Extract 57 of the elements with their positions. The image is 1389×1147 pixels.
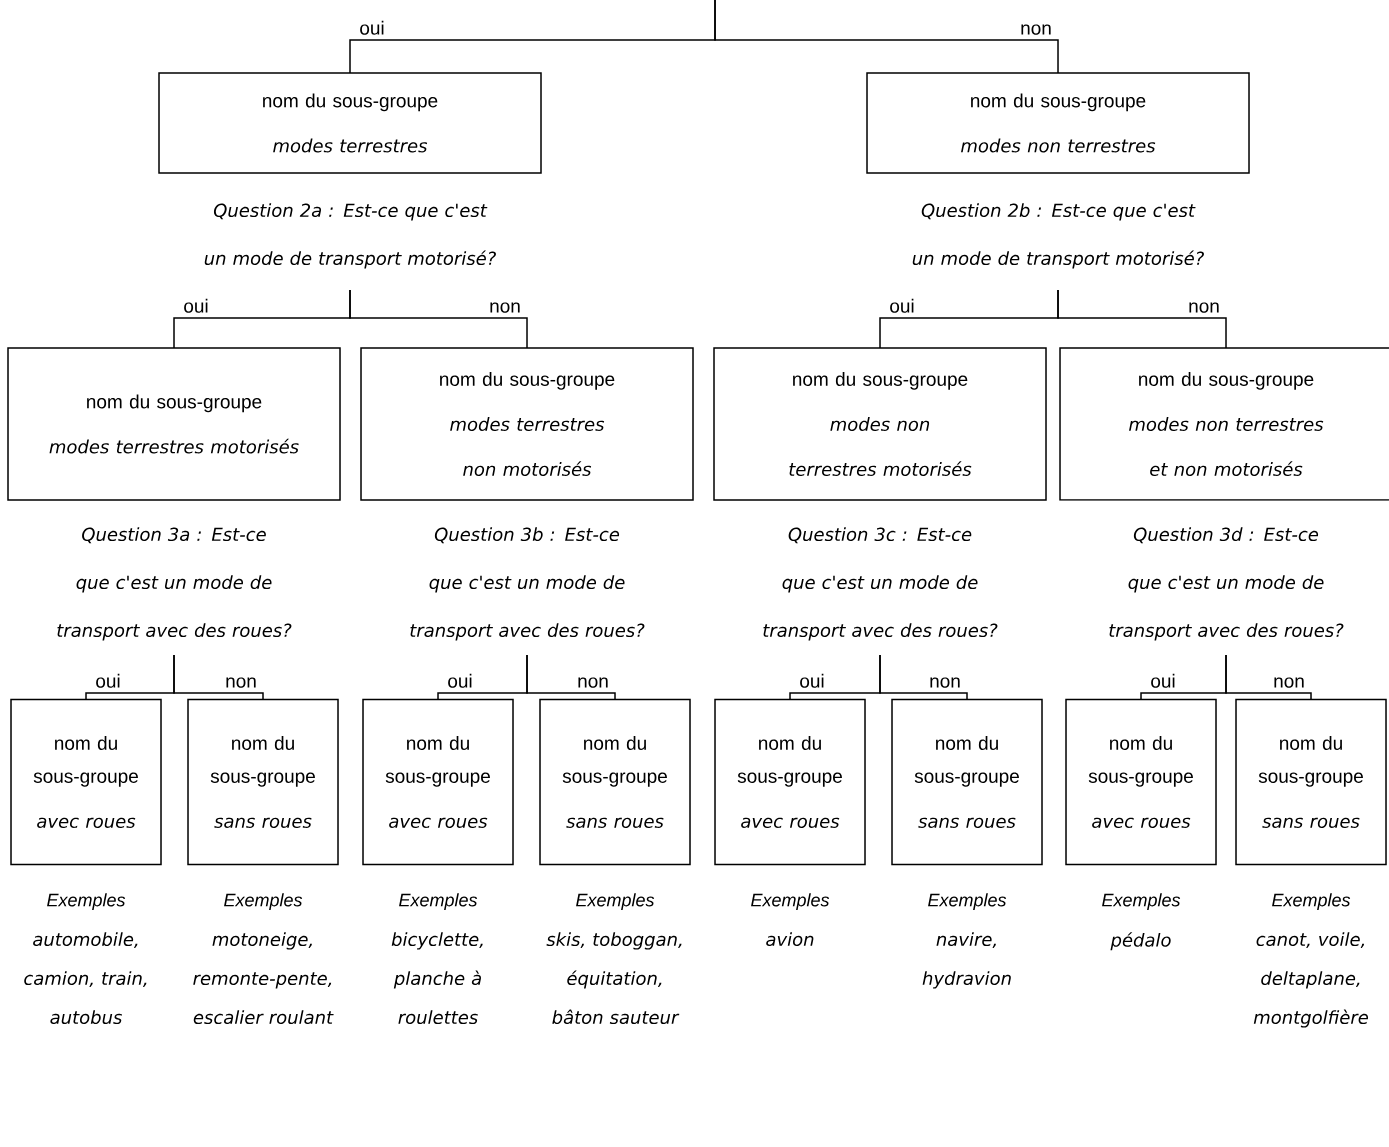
group-box: nom du sous-groupe modes non terrestres motorisés [713,347,1047,501]
examples-heading: Exemples [928,893,1007,910]
connector-line [349,289,528,349]
edge-label: oui [96,673,120,688]
group-box: nom du sous-groupe modes terrestres non motorisés [360,347,694,501]
group-box: nom du sous-groupe modes terrestres motorisés [7,347,341,501]
question-text: Question 3d : Est-ce que c'est un mode de transport avec des roues? [1109,527,1344,641]
connector-line [173,654,264,701]
group-box: nom du sous-groupe sans roues [1235,698,1387,866]
group-box: nom du sous-groupe avec roues [1065,698,1217,866]
examples-list: pédalo [1110,932,1171,951]
examples-heading: Exemples [751,893,830,910]
edge-label: non [578,677,608,688]
connector-line [1057,289,1227,349]
examples-list: motoneige, remonte-pente, escalier roulant [193,932,334,1025]
connector-line [714,0,1059,74]
edge-label: oui [800,673,824,688]
examples-list: automobile, camion, train, autobus [24,932,147,1025]
edge-label: non [490,302,520,313]
examples-list: navire, hydravion [922,932,1011,989]
question-text: Question 3c : Est-ce que c'est un mode de transport avec des roues? [763,527,998,641]
group-box: nom du sous-groupe sans roues [539,698,691,866]
examples-list: bicyclette, planche à roulettes [391,932,483,1025]
examples-heading: Exemples [399,893,478,910]
group-box: nom du sous-groupe modes non terrestres et non motorisés [1059,347,1389,501]
edge-label: oui [360,20,384,35]
group-box: nom du sous-groupe avec roues [362,698,514,866]
edge-label: non [1189,302,1219,313]
examples-list: skis, toboggan, équitation, bâton sauteur [546,932,682,1025]
connector-line [879,654,968,701]
examples-heading: Exemples [576,893,655,910]
examples-list: canot, voile, deltaplane, montgolfière [1253,932,1369,1028]
examples-heading: Exemples [1272,893,1351,910]
edge-label: non [1021,24,1051,35]
group-box: nom du sous-groupe sans roues [187,698,339,866]
edge-label: oui [448,673,472,688]
question-text: Question 2a : Est-ce que c'est un mode de transport motorisé? [204,203,496,269]
group-box: nom du sous-groupe modes terrestres [158,72,542,174]
examples-heading: Exemples [1102,893,1181,910]
group-box: nom du sous-groupe sans roues [891,698,1043,866]
group-box: nom du sous-groupe avec roues [10,698,162,866]
connector-line [1225,654,1312,701]
edge-label: non [930,677,960,688]
group-box: nom du sous-groupe modes non terrestres [866,72,1250,174]
examples-heading: Exemples [47,893,126,910]
question-text: Question 3a : Est-ce que c'est un mode de transport avec des roues? [57,527,292,641]
question-text: Question 2b : Est-ce que c'est un mode de transport motorisé? [912,203,1204,269]
edge-label: non [226,677,256,688]
examples-heading: Exemples [224,893,303,910]
examples-list: avion [766,932,814,947]
edge-label: oui [890,298,914,313]
connector-line [526,654,616,701]
edge-label: oui [184,298,208,313]
edge-label: oui [1151,673,1175,688]
question-text: Question 3b : Est-ce que c'est un mode de transport avec des roues? [410,527,645,641]
group-box: nom du sous-groupe avec roues [714,698,866,866]
edge-label: non [1274,677,1304,688]
